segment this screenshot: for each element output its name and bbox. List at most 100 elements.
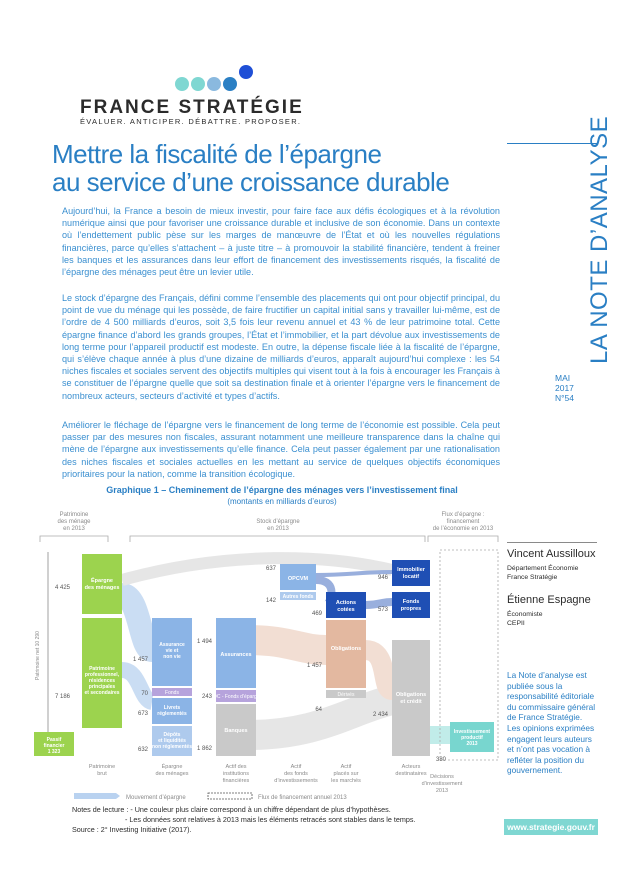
stage-bracket-3 [427, 535, 499, 542]
brand-tagline: ÉVALUER. ANTICIPER. DÉBATTRE. PROPOSER. [80, 117, 302, 126]
node-opcvm-label: OPCVM [288, 576, 309, 582]
node-patrimoine-label-3: résidences [89, 678, 115, 684]
node-depots-label-2: et liquidités [158, 738, 186, 744]
value-4425: 4 425 [55, 585, 71, 591]
node-assurance-vie-label-2: vie et [166, 648, 179, 654]
node-actions-label-2: cotées [337, 607, 354, 613]
node-immobilier-label-2: locatif [403, 574, 419, 580]
value-632: 632 [138, 747, 149, 753]
stage-header-3b: financement [447, 519, 480, 525]
value-2434: 2 434 [373, 712, 389, 718]
stage-header-1c: en 2013 [63, 526, 85, 532]
node-invest-productif [450, 722, 494, 752]
col-label-patrimoine: Patrimoine [89, 764, 115, 770]
stage-header-3c: de l’économie en 2013 [433, 526, 494, 532]
node-epargne-menages [82, 554, 122, 614]
paragraph-3: Améliorer le fléchage de l’épargne vers … [62, 420, 500, 479]
value-946: 946 [378, 575, 389, 581]
value-1457a: 1 457 [133, 657, 149, 663]
value-1457b: 1 457 [307, 663, 323, 669]
col-label-epargne-2: des ménages [155, 771, 188, 777]
node-patrimoine-label: Patrimoine [89, 666, 115, 672]
node-oblig-credit-label: Obligations [396, 692, 426, 698]
value-7186: 7 186 [55, 694, 71, 700]
brand-name: FRANCE STRATÉGIE [80, 97, 304, 118]
node-autres-fonds [280, 592, 316, 600]
note-2: - Les données sont relatives à 2013 mais… [125, 815, 416, 824]
series-title: LA NOTE D’ANALYSE [550, 116, 613, 366]
flow-assurance-obligations [247, 625, 327, 665]
col-label-decisions-2: d’investissement [422, 781, 463, 787]
col-label-institutions-2: institutions [223, 771, 249, 777]
stage-header-2: Stock d’épargne [256, 519, 300, 525]
issue-year: 2017 [555, 383, 574, 393]
col-label-institutions: Actif des [225, 764, 246, 770]
node-depots-label: Dépôts [164, 732, 181, 738]
node-actions-cotees [326, 592, 366, 618]
flow-obligations-credit [363, 640, 399, 700]
stage-header-1b: des ménage [57, 519, 91, 525]
node-obligations-label: Obligations [331, 646, 361, 652]
node-invest-label-3: 2013 [466, 741, 477, 747]
col-label-institutions-3: financières [223, 778, 250, 784]
author-1-name: Vincent Aussilloux [507, 548, 596, 560]
col-label-fonds-2: des fonds [284, 771, 308, 777]
node-passif-label: Passif [47, 737, 62, 743]
author-2-affiliation: Économiste CEPII [507, 610, 543, 628]
sidebar-rule [507, 143, 597, 144]
value-459: 469 [312, 611, 323, 617]
paragraph-1: Aujourd’hui, la France a besoin de mieux… [62, 206, 500, 278]
node-immobilier-locatif [392, 560, 430, 586]
title-line-1: Mettre la fiscalité de l’épargne [52, 139, 382, 169]
col-label-decisions-3: 2013 [436, 788, 448, 794]
node-actions-label: Actions [336, 600, 356, 606]
node-cdc [216, 690, 256, 702]
col-label-marches: Actif [341, 764, 352, 770]
node-invest-label: Investissement [454, 729, 490, 735]
flow-epargne-assurance [118, 583, 159, 662]
flow-patrimoine-immobilier [120, 552, 394, 586]
logo-dots-icon [175, 65, 253, 91]
node-patrimoine [82, 618, 122, 728]
node-fonds-propres-label-2: propres [401, 606, 421, 612]
node-assurance-vie-label: Assurance [159, 642, 185, 648]
issue-number: N°54 [555, 393, 574, 403]
node-oblig-credit-label-2: et crédit [400, 699, 422, 705]
page-title: Mettre la fiscalité de l’épargne au serv… [52, 140, 492, 196]
node-passif-label-2: financier [44, 743, 65, 749]
value-673a: 673 [138, 711, 149, 717]
node-fonds-propres [392, 592, 430, 618]
legend-flux-icon [207, 792, 253, 800]
node-patrimoine-label-4: principales [89, 684, 116, 690]
flow-opcvm-immobilier [315, 570, 393, 577]
stage-bracket-2 [129, 535, 426, 542]
legend-mouvement-icon [74, 793, 120, 799]
author-1-line-1: Département Économie [507, 565, 579, 572]
node-passif-value: 1 323 [48, 749, 61, 755]
legend-mouvement-label: Mouvement d’épargne [126, 795, 186, 801]
chart-subtitle: (montants en milliards d’euros) [227, 497, 337, 506]
col-label-patrimoine-2: brut [97, 771, 107, 777]
note-1: Notes de lecture : - Une couleur plus cl… [72, 805, 391, 814]
node-epargne-menages-label-2: des ménages [85, 585, 120, 591]
node-banques [216, 704, 256, 756]
value-573: 573 [378, 607, 389, 613]
value-64: 64 [315, 707, 322, 713]
node-assurances [216, 618, 256, 688]
node-obligations [326, 620, 366, 688]
value-637: 637 [266, 566, 277, 572]
node-assurance-vie-label-3: non vie [163, 654, 181, 660]
investment-frame [439, 549, 499, 761]
title-line-2: au service d’une croissance durable [52, 167, 450, 197]
website-link[interactable]: www.strategie.gouv.fr [504, 819, 598, 835]
author-2-line-2: CEPII [507, 620, 525, 627]
value-142: 142 [266, 598, 277, 604]
col-label-fonds-3: d’investissements [274, 778, 318, 784]
author-1-line-2: France Stratégie [507, 574, 558, 581]
stage-header-3: Flux d’épargne : [441, 512, 484, 518]
node-invest-label-2: productif [461, 735, 483, 741]
note-source: Source : 2° Investing Initiative (2017). [72, 825, 192, 834]
node-cdc-label: CDC - Fonds d’épargne [210, 694, 263, 700]
col-label-marches-2: placés sur [333, 771, 358, 777]
node-livrets-label: Livrets [164, 705, 181, 711]
